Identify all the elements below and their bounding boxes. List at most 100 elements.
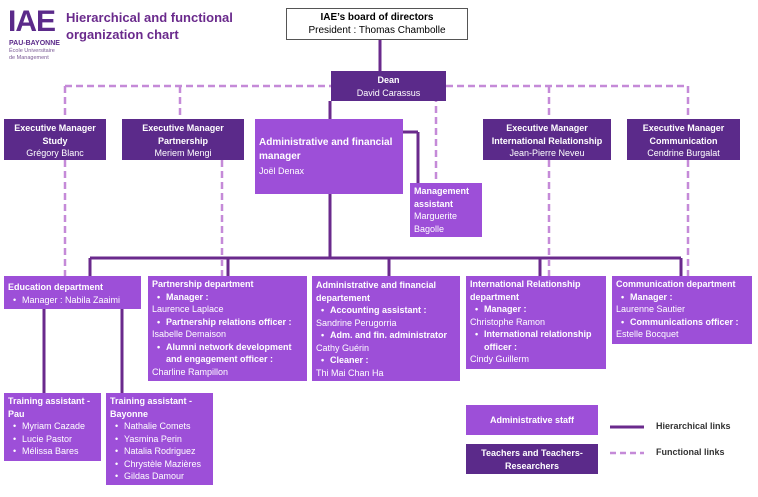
- admin-staff-list-2: Adm. and fin. administrator: [316, 329, 456, 342]
- communication-department-box: Communication department Manager : Laure…: [612, 276, 752, 344]
- international-staff-list: Manager :: [470, 303, 602, 316]
- role-label: Manager :: [470, 303, 602, 316]
- manager-name: Jean-Pierre Neveu: [509, 148, 585, 158]
- person-name: Laurenne Sautier: [616, 304, 686, 314]
- logo-line-3: de Management: [9, 55, 49, 61]
- manager-name: Meriem Mengi: [154, 148, 212, 158]
- executive-manager-communication-box: Executive Manager Communication Cendrine…: [627, 119, 740, 160]
- list-item: Myriam Cazade: [8, 420, 97, 433]
- person-name: Cathy Guérin: [316, 342, 370, 353]
- international-department-box: International Relationship department Ma…: [466, 276, 606, 369]
- international-department-title: International Relationship department: [470, 279, 581, 302]
- legend-line-samples: [610, 425, 644, 455]
- manager-name: Cendrine Burgalat: [647, 148, 720, 158]
- logo-line-2: École Universitaire: [9, 48, 55, 54]
- admin-manager-title: Administrative and financial manager: [259, 137, 393, 162]
- role-label: Manager :: [152, 291, 303, 304]
- international-staff-list-2: International relationship officer :: [470, 328, 602, 353]
- board-title: IAE’s board of directors: [320, 12, 434, 23]
- manager-title-line-1: Executive Manager: [14, 123, 96, 133]
- education-staff-list: Manager : Nabila Zaaimi: [8, 294, 137, 307]
- admin-financial-manager-box: Administrative and financial manager Joë…: [255, 119, 403, 194]
- role-label: Manager :: [616, 291, 748, 304]
- page-title-line-1: Hierarchical and functional: [66, 10, 233, 25]
- manager-title-line-2: Communication: [649, 135, 718, 146]
- legend-hierarchical-label: Hierarchical links: [656, 421, 731, 431]
- page-title-line-2: organization chart: [66, 27, 179, 42]
- manager-title-line-1: Executive Manager: [506, 123, 588, 133]
- education-manager: Manager : Nabila Zaaimi: [8, 294, 137, 307]
- dean-box: Dean David Carassus: [331, 71, 446, 101]
- education-department-title: Education department: [8, 282, 104, 292]
- person-name: Estelle Bocquet: [616, 329, 679, 339]
- list-item: Gildas Damour: [110, 470, 209, 483]
- dean-name: David Carassus: [356, 87, 421, 98]
- role-label: International relationship officer :: [470, 328, 602, 353]
- logo-line-1: PAU-BAYONNE: [9, 40, 60, 47]
- manager-title-line-1: Executive Manager: [142, 123, 224, 133]
- legend-functional-label: Functional links: [656, 447, 725, 457]
- logo-mark: IAE: [8, 5, 56, 38]
- manager-title-line-2: Study: [42, 135, 68, 146]
- partnership-staff-list-3: Alumni network development and engagemen…: [152, 341, 303, 366]
- manager-title-line-1: Executive Manager: [642, 123, 725, 133]
- management-assistant-name: Marguerite Bagolle: [414, 211, 458, 234]
- training-assistant-bayonne-box: Training assistant - Bayonne Nathalie Co…: [106, 393, 213, 485]
- role-label: Communications officer :: [616, 316, 748, 329]
- person-name: Isabelle Demaison: [152, 329, 227, 339]
- board-of-directors-box: IAE’s board of directors President : Tho…: [286, 8, 468, 40]
- manager-title-line-2: International Relationship: [491, 135, 603, 146]
- training-pau-list: Myriam Cazade Lucie Pastor Mélissa Bares: [8, 420, 97, 458]
- admin-staff-list: Accounting assistant :: [316, 304, 456, 317]
- person-name: Charline Rampillon: [152, 366, 229, 377]
- legend-teachers-label: Teachers and Teachers-Researchers: [481, 448, 583, 471]
- training-bayonne-list: Nathalie Comets Yasmina Perin Natalia Ro…: [110, 420, 209, 483]
- person-name: Laurence Laplace: [152, 304, 224, 314]
- functional-links: [63, 84, 690, 276]
- management-assistant-box: Management assistant Marguerite Bagolle: [410, 183, 482, 237]
- communication-staff-list: Manager :: [616, 291, 748, 304]
- training-pau-title: Training assistant - Pau: [8, 396, 91, 419]
- legend-admin-label: Administrative staff: [489, 415, 575, 425]
- person-name: Sandrine Perugorria: [316, 317, 397, 328]
- management-assistant-title: Management assistant: [414, 186, 470, 209]
- communication-staff-list-2: Communications officer :: [616, 316, 748, 329]
- partnership-staff-list: Manager :: [152, 291, 303, 304]
- role-label: Partnership relations officer :: [152, 316, 303, 329]
- legend-teachers: Teachers and Teachers-Researchers: [466, 444, 598, 474]
- list-item: Natalia Rodriguez: [110, 445, 209, 458]
- board-president: President : Thomas Chambolle: [308, 25, 446, 36]
- manager-name: Grégory Blanc: [26, 148, 84, 158]
- list-item: Lucie Pastor: [8, 433, 97, 446]
- list-item: Mélissa Bares: [8, 445, 97, 458]
- list-item: Nathalie Comets: [110, 420, 209, 433]
- admin-staff-list-3: Cleaner :: [316, 354, 456, 367]
- education-department-box: Education department Manager : Nabila Za…: [4, 276, 141, 309]
- role-label: Alumni network development and engagemen…: [152, 341, 303, 366]
- iae-logo: IAE PAU-BAYONNE École Universitaire de M…: [8, 6, 68, 68]
- list-item: Yasmina Perin: [110, 433, 209, 446]
- partnership-department-title: Partnership department: [152, 279, 254, 289]
- executive-manager-international-box: Executive Manager International Relation…: [483, 119, 611, 160]
- admin-department-title: Administrative and financial departement: [316, 280, 437, 303]
- list-item: Chrystèle Mazières: [110, 458, 209, 471]
- admin-manager-name: Joël Denax: [259, 166, 305, 176]
- legend-administrative-staff: Administrative staff: [466, 405, 598, 435]
- person-name: Christophe Ramon: [470, 316, 546, 327]
- person-name: Thi Mai Chan Ha: [316, 367, 384, 378]
- manager-title-line-2: Partnership: [157, 135, 208, 146]
- role-label: Adm. and fin. administrator: [316, 329, 456, 342]
- role-label: Accounting assistant :: [316, 304, 456, 317]
- executive-manager-study-box: Executive Manager Study Grégory Blanc: [4, 119, 106, 160]
- partnership-staff-list-2: Partnership relations officer :: [152, 316, 303, 329]
- admin-financial-department-box: Administrative and financial departement…: [312, 276, 460, 381]
- communication-department-title: Communication department: [616, 279, 736, 289]
- role-label: Cleaner :: [316, 354, 456, 367]
- partnership-department-box: Partnership department Manager : Laurenc…: [148, 276, 307, 381]
- training-assistant-pau-box: Training assistant - Pau Myriam Cazade L…: [4, 393, 101, 461]
- executive-manager-partnership-box: Executive Manager Partnership Meriem Men…: [122, 119, 244, 160]
- person-name: Cindy Guillerm: [470, 354, 530, 364]
- training-bayonne-title: Training assistant - Bayonne: [110, 396, 193, 419]
- page-title: Hierarchical and functional organization…: [66, 9, 276, 43]
